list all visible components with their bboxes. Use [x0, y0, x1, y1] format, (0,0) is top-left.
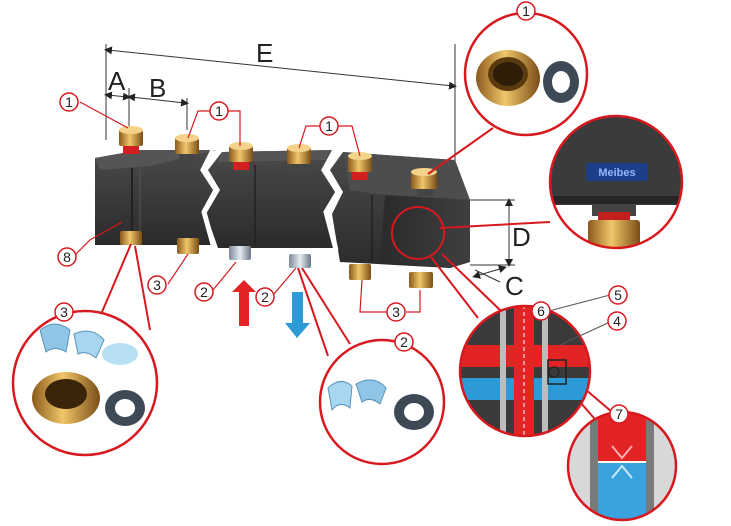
bottom-nut-2 — [177, 238, 199, 254]
top-nut-1 — [119, 126, 143, 154]
zoom-vent-detail — [566, 410, 678, 522]
brand-badge: Meibes — [598, 167, 635, 179]
svg-text:1: 1 — [65, 94, 73, 110]
bottom-fittings — [120, 231, 433, 288]
top-fittings — [119, 126, 437, 196]
callout-nut-row-b: 1 — [209, 101, 229, 121]
top-nut-2 — [175, 134, 199, 162]
callout-detail-4: 4 — [607, 311, 627, 331]
svg-text:2: 2 — [400, 334, 408, 350]
callout-nut-row-a: 1 — [59, 92, 79, 112]
svg-text:1: 1 — [215, 103, 223, 119]
callout-nut-row-c: 1 — [319, 116, 339, 136]
top-nut-3 — [229, 142, 253, 170]
svg-text:1: 1 — [522, 3, 530, 19]
callout-labels: 1 1 1 1 8 3 2 2 — [54, 1, 629, 424]
svg-text:8: 8 — [63, 249, 71, 265]
svg-text:1: 1 — [325, 118, 333, 134]
svg-text:2: 2 — [200, 284, 208, 300]
zoom-section-view — [458, 294, 611, 438]
callout-detail-6: 6 — [531, 301, 551, 321]
svg-text:6: 6 — [537, 303, 545, 319]
callout-pipe-b: 2 — [255, 287, 275, 307]
callout-side-label: 8 — [57, 247, 77, 267]
callout-zoom-mid: 2 — [394, 332, 414, 352]
bottom-pipe-1 — [229, 246, 251, 260]
bottom-nut-4 — [409, 272, 433, 288]
svg-text:3: 3 — [60, 304, 68, 320]
dimension-a-label: A — [108, 66, 126, 96]
callout-lower-left: 3 — [147, 275, 167, 295]
callout-detail-7: 7 — [609, 404, 629, 424]
callout-zoom-left: 3 — [54, 302, 74, 322]
zoom-clip-set-left — [11, 309, 159, 457]
bottom-nut-1 — [120, 231, 142, 245]
red-up-arrow-icon — [232, 280, 256, 326]
bottom-nut-3 — [349, 264, 371, 280]
manifold-body — [95, 148, 470, 268]
callout-detail-5: 5 — [608, 285, 628, 305]
callout-lower-right: 3 — [386, 302, 406, 322]
blue-down-arrow-icon — [285, 292, 310, 338]
svg-text:5: 5 — [614, 287, 622, 303]
bottom-pipe-2 — [289, 254, 311, 268]
dimension-e-label: E — [256, 38, 273, 68]
svg-text:7: 7 — [615, 406, 623, 422]
svg-text:3: 3 — [153, 277, 161, 293]
dimension-b-label: B — [149, 73, 166, 103]
zoom-clip-set-mid — [318, 338, 446, 466]
svg-text:3: 3 — [392, 304, 400, 320]
callout-pipe-a: 2 — [194, 282, 214, 302]
dimension-c-label: C — [505, 271, 524, 301]
svg-text:2: 2 — [261, 289, 269, 305]
top-nut-6 — [411, 168, 437, 196]
zoom-badge: Meibes — [548, 114, 684, 250]
zoom-nut-seal — [463, 11, 589, 137]
dimension-d-label: D — [512, 222, 531, 252]
svg-text:4: 4 — [613, 313, 621, 329]
callout-nut-top: 1 — [516, 1, 536, 21]
